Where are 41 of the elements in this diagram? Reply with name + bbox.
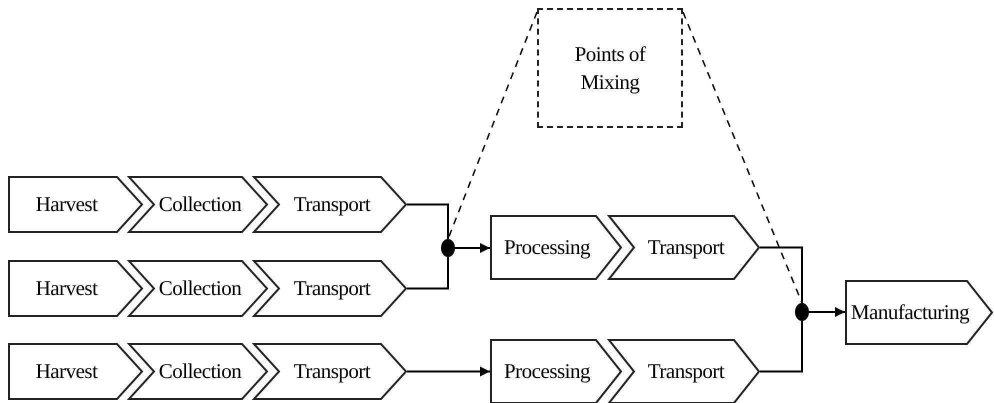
dashed-line <box>682 12 803 304</box>
step-label: Processing <box>504 358 591 386</box>
step-label: Transport <box>292 358 372 386</box>
dashed-callout-box <box>537 8 683 128</box>
process-step <box>8 260 143 317</box>
arrow <box>407 366 490 376</box>
step-label: Points of Mixing <box>574 40 647 96</box>
arrow <box>809 307 845 317</box>
arrow <box>455 243 490 253</box>
dashed-line <box>447 12 538 240</box>
process-step <box>128 176 268 233</box>
step-label: Transport <box>292 191 372 218</box>
junction-dot <box>441 239 455 257</box>
process-step <box>490 339 622 403</box>
connector-line <box>407 204 449 239</box>
process-step <box>253 176 407 233</box>
process-step <box>253 343 407 400</box>
connector-line <box>760 321 803 372</box>
process-step <box>490 215 622 280</box>
process-step <box>845 280 993 345</box>
process-step <box>8 343 143 400</box>
step-label: Processing <box>504 234 591 262</box>
step-label: Harvest <box>36 275 99 302</box>
step-label: Manufacturing <box>850 299 970 326</box>
process-step <box>128 260 268 317</box>
step-label: Transport <box>646 358 726 386</box>
step-label: Harvest <box>36 358 99 386</box>
step-label: Collection <box>158 358 242 386</box>
step-label: Transport <box>292 275 372 302</box>
step-label: Collection <box>158 275 242 302</box>
connector-line <box>407 257 449 290</box>
step-label: Transport <box>646 234 726 262</box>
process-step <box>253 260 407 317</box>
step-label: Harvest <box>36 191 99 218</box>
junction-dot <box>795 303 809 321</box>
process-step <box>128 343 268 400</box>
step-label: Collection <box>158 191 242 218</box>
process-step <box>8 176 143 233</box>
connector-line <box>760 246 803 303</box>
process-step <box>608 215 760 280</box>
process-step <box>608 339 760 403</box>
